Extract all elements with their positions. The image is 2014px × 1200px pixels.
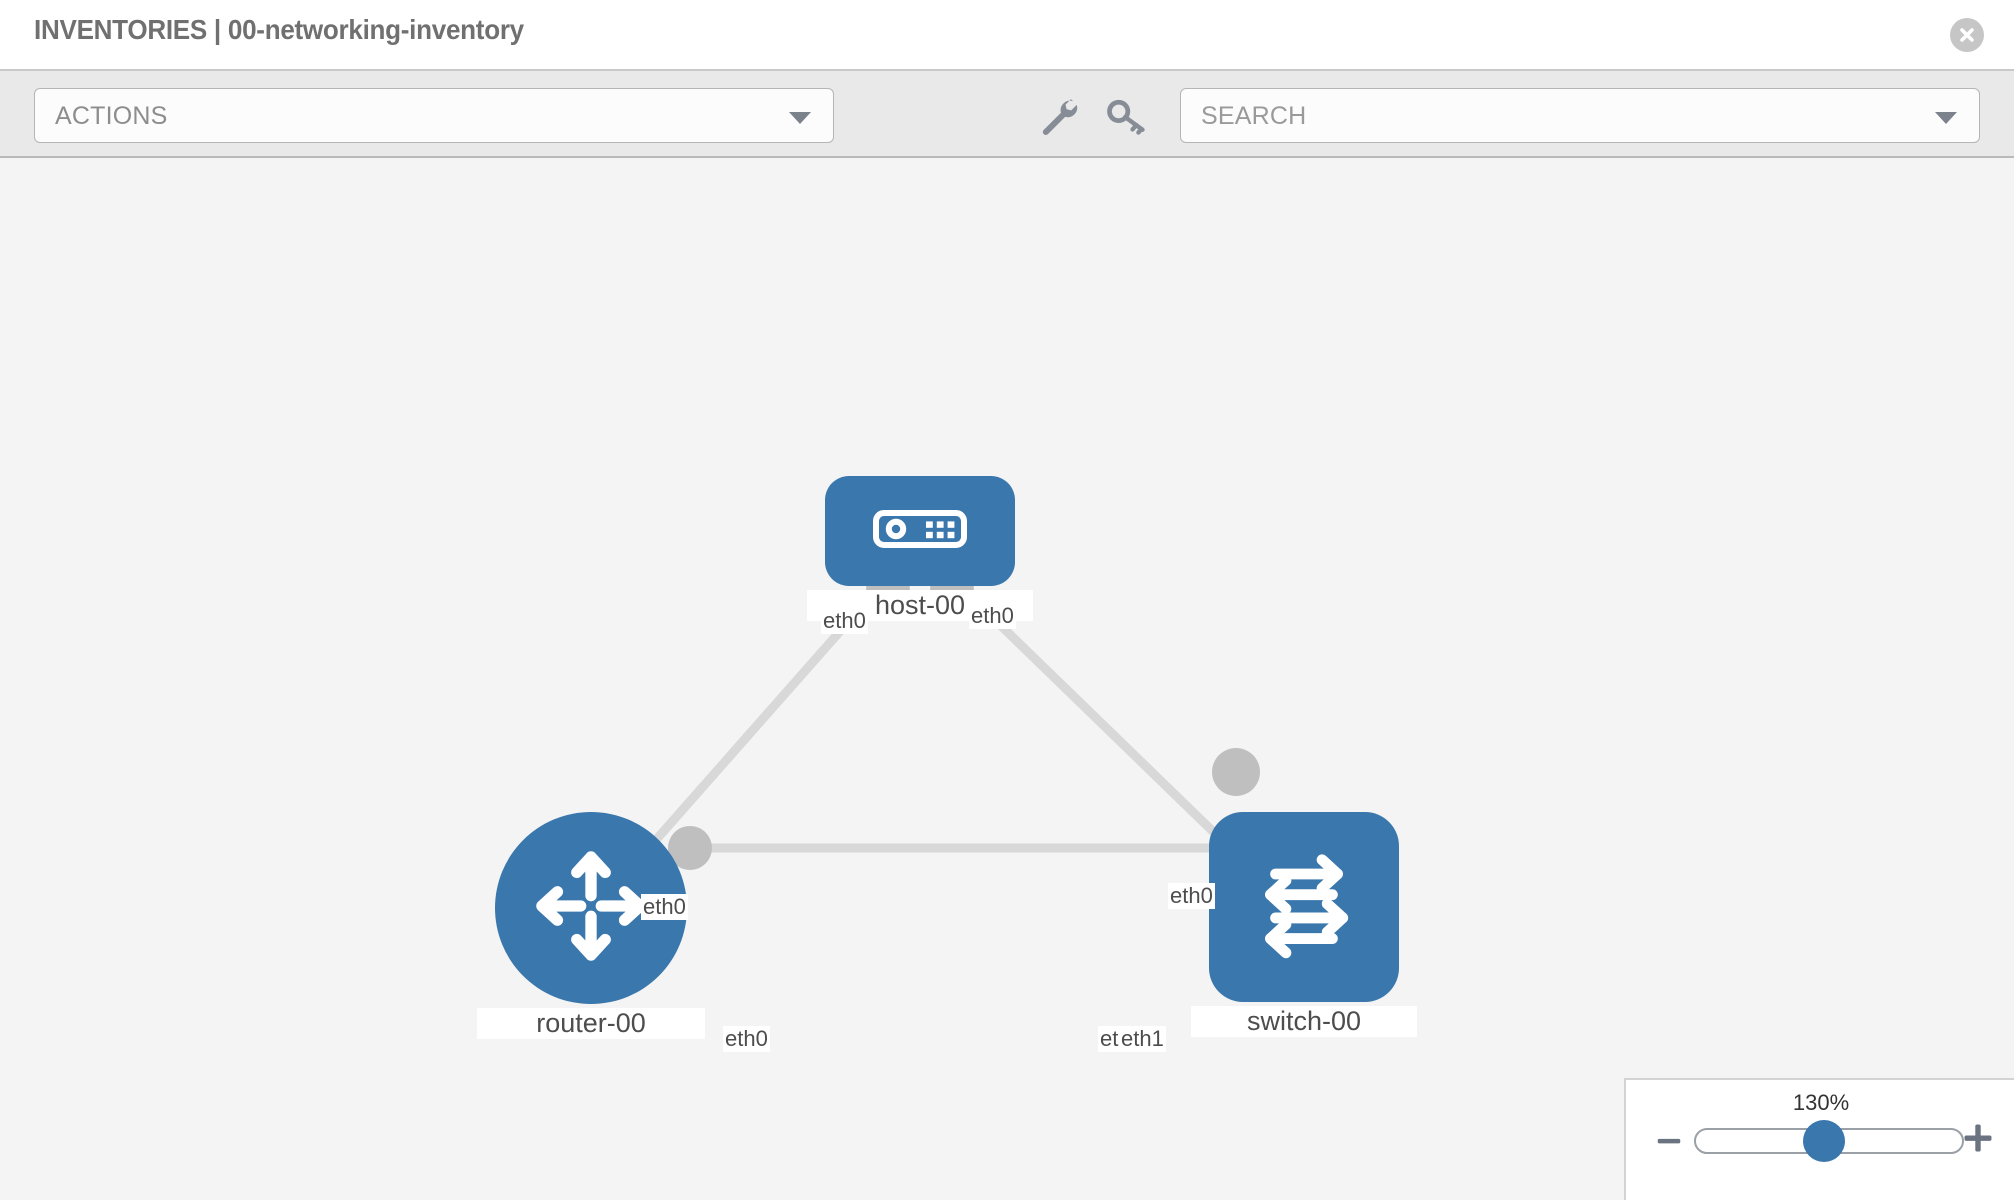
search-input[interactable]: SEARCH <box>1180 88 1980 143</box>
node-switch-00-shape[interactable] <box>1209 812 1399 1002</box>
connector-router00-a[interactable] <box>668 826 712 870</box>
zoom-slider-knob[interactable] <box>1803 1120 1845 1162</box>
zoom-level-value: 130% <box>1792 1090 1850 1115</box>
toolbar: ACTIONS SEARCH <box>0 69 2014 158</box>
search-placeholder: SEARCH <box>1201 102 1307 130</box>
page-title: INVENTORIES | 00-networking-inventory <box>34 14 524 45</box>
node-host-00-shape[interactable] <box>825 476 1015 586</box>
connector-switch00-b[interactable] <box>1212 748 1260 796</box>
close-button[interactable] <box>1950 18 1984 52</box>
chevron-down-icon[interactable] <box>1935 112 1957 124</box>
zoom-control-panel: 130% <box>1624 1078 2014 1200</box>
chevron-down-icon <box>789 112 811 124</box>
topology-links-layer <box>636 568 1260 870</box>
iface-label-switch00-up: eth0 <box>1168 883 1215 909</box>
node-host-00[interactable]: host-00 <box>807 476 1033 621</box>
link-host00-switch00[interactable] <box>956 582 1234 852</box>
zoom-in-button[interactable] <box>1960 1120 1996 1161</box>
wrench-icon[interactable] <box>1036 94 1080 138</box>
actions-dropdown-label: ACTIONS <box>55 102 168 130</box>
iface-label-host00-right: eth0 <box>969 603 1016 629</box>
iface-label-switch00-left-b: eth1 <box>1119 1026 1166 1052</box>
router-arrows-icon <box>529 844 653 973</box>
page-header: INVENTORIES | 00-networking-inventory <box>0 0 2014 69</box>
server-icon <box>872 505 968 558</box>
zoom-out-button[interactable] <box>1654 1126 1684 1161</box>
iface-label-router00-right: eth0 <box>723 1026 770 1052</box>
node-switch-00-label: switch-00 <box>1191 1006 1417 1037</box>
iface-label-host00-left: eth0 <box>821 608 868 634</box>
node-switch-00[interactable]: switch-00 <box>1191 812 1417 1037</box>
topology-canvas[interactable]: host-00 router-00 <box>0 158 2014 1200</box>
switch-arrows-icon <box>1242 843 1366 972</box>
actions-dropdown[interactable]: ACTIONS <box>34 88 834 143</box>
key-icon[interactable] <box>1104 94 1148 138</box>
iface-label-router00-up: eth0 <box>641 894 688 920</box>
node-router-00-label: router-00 <box>477 1008 705 1039</box>
